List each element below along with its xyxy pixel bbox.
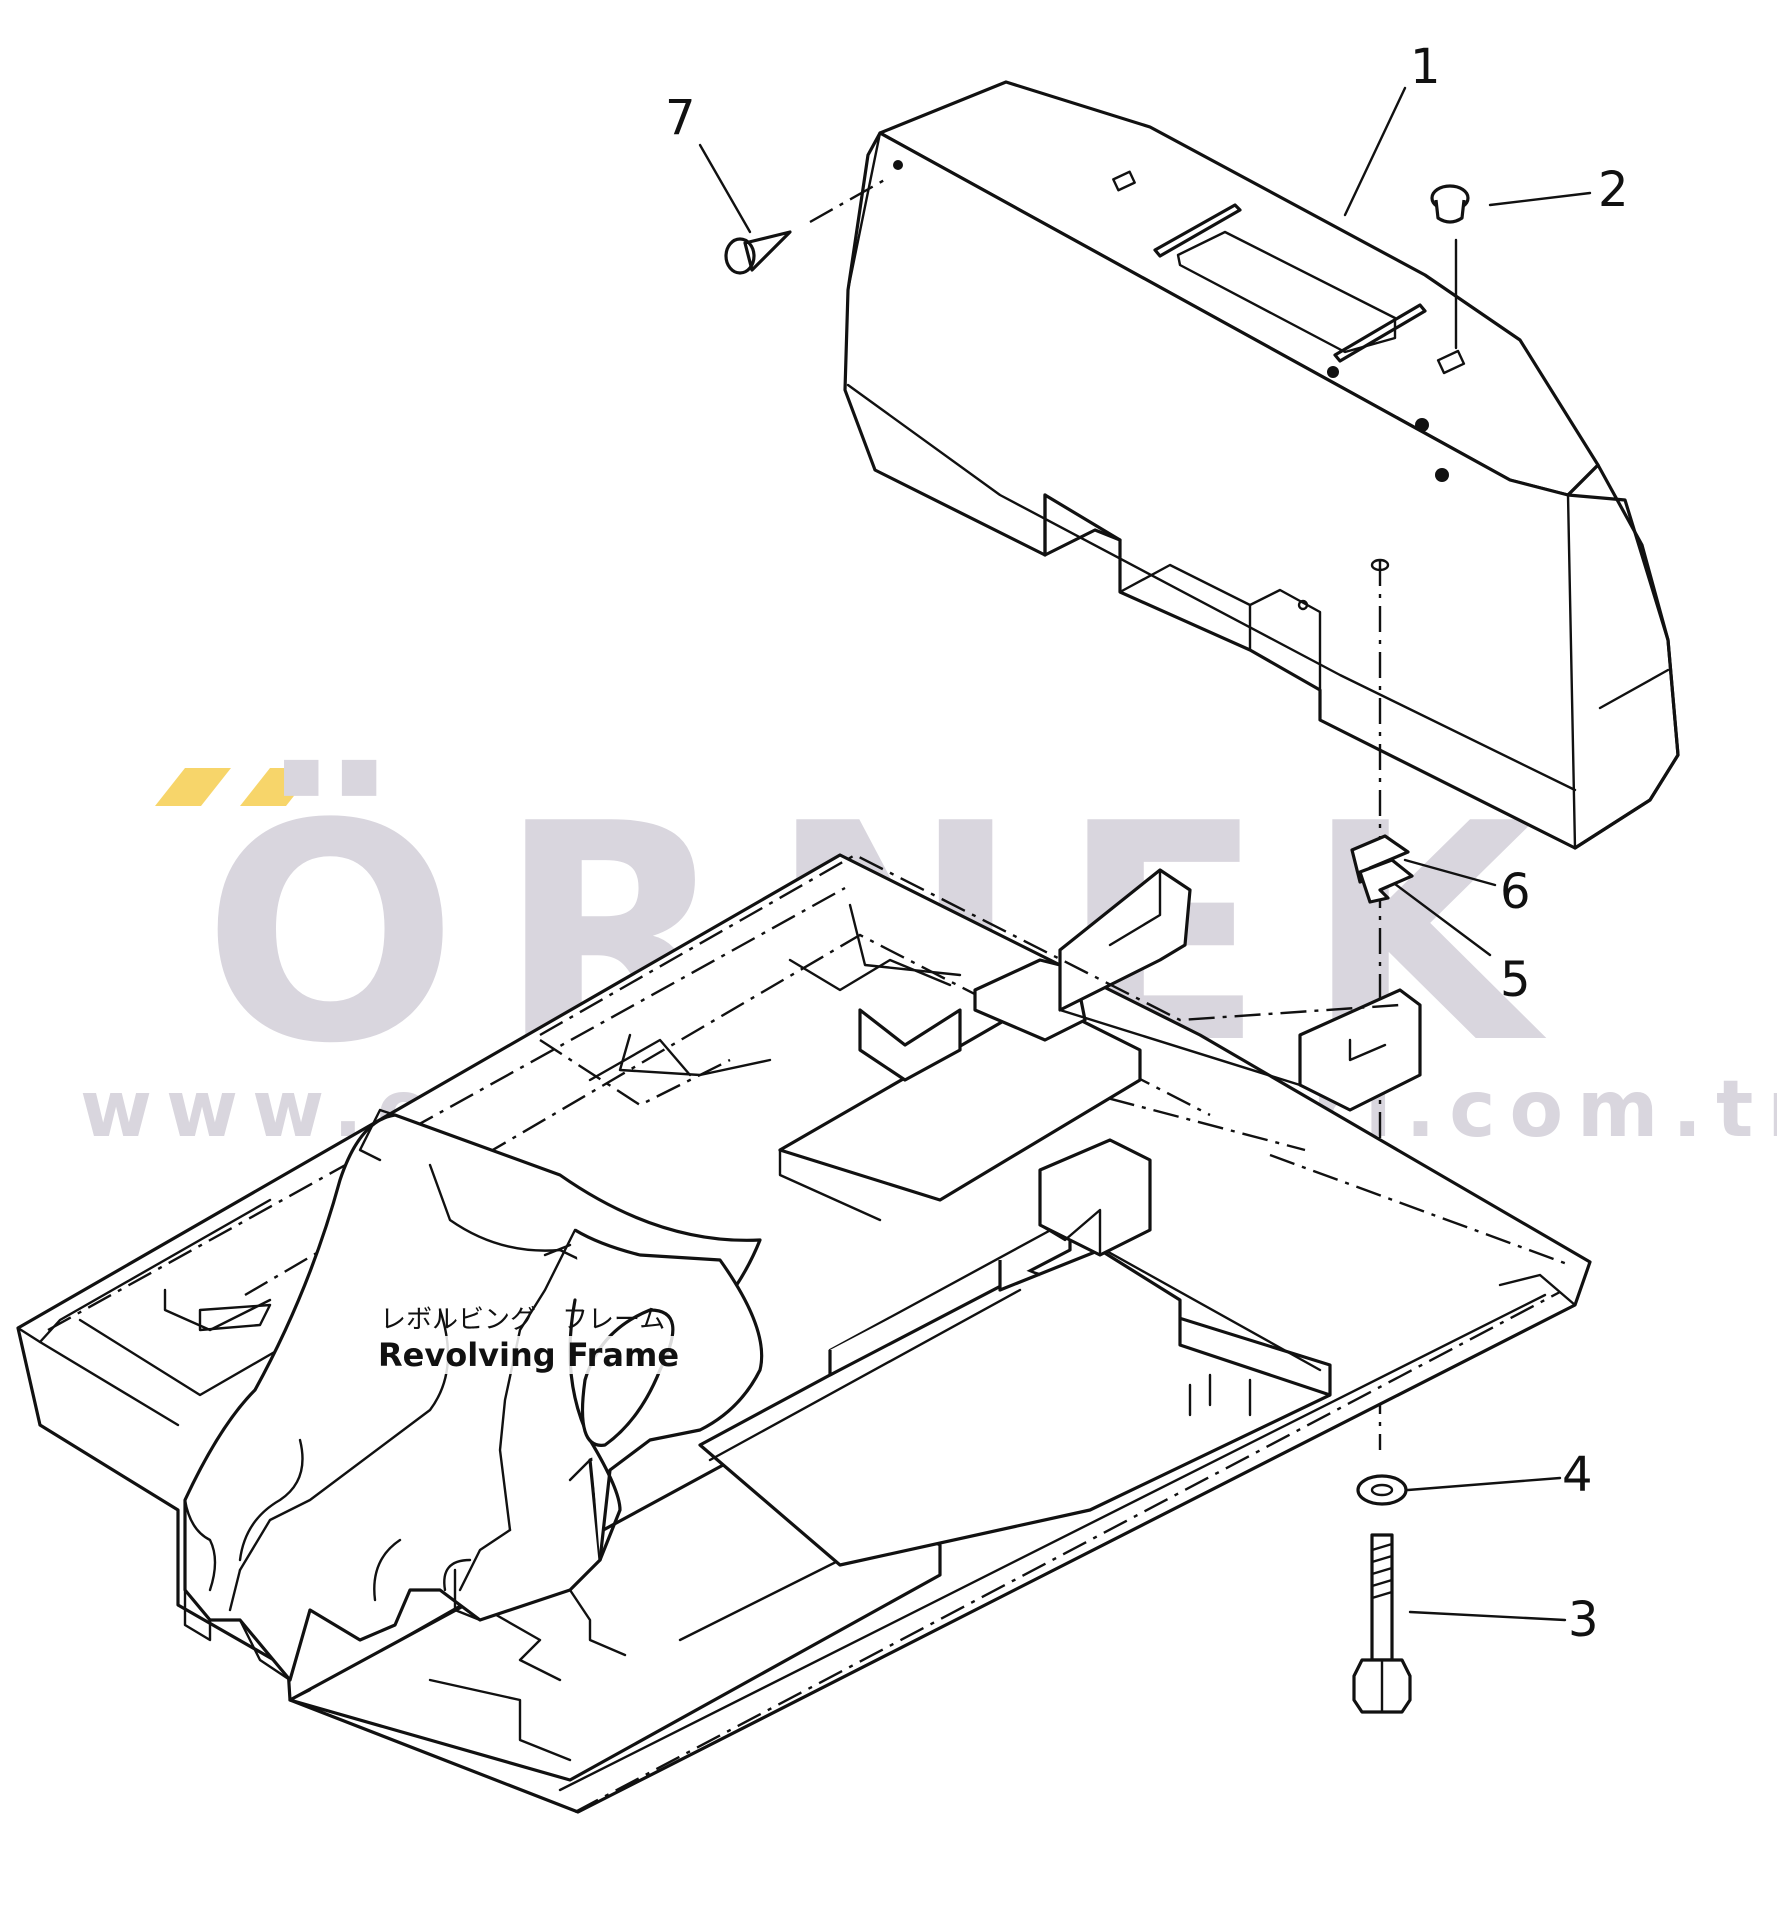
revolving-frame bbox=[16, 853, 1592, 1814]
callout-4: 4 bbox=[1562, 1447, 1593, 1503]
callout-1: 1 bbox=[1410, 39, 1441, 95]
watermark-umlaut-left bbox=[155, 768, 231, 806]
mounting-bolt-part bbox=[1352, 1533, 1412, 1714]
side-bolt-part bbox=[724, 176, 889, 275]
watermark-umlaut-right bbox=[240, 768, 316, 806]
callout-3: 3 bbox=[1568, 1592, 1599, 1648]
frame-label-japanese: レボルビング フレーム bbox=[380, 1305, 666, 1335]
leader-lines bbox=[698, 86, 1592, 1622]
counterweight-part bbox=[843, 80, 1680, 850]
washer-part bbox=[1356, 1474, 1408, 1506]
callout-7: 7 bbox=[665, 90, 696, 146]
shim-parts bbox=[1350, 834, 1414, 904]
callout-6: 6 bbox=[1500, 864, 1531, 920]
cap-part bbox=[1430, 184, 1470, 350]
frame-label-english: Revolving Frame bbox=[378, 1336, 680, 1374]
callout-2: 2 bbox=[1598, 162, 1629, 218]
callout-5: 5 bbox=[1500, 952, 1531, 1008]
